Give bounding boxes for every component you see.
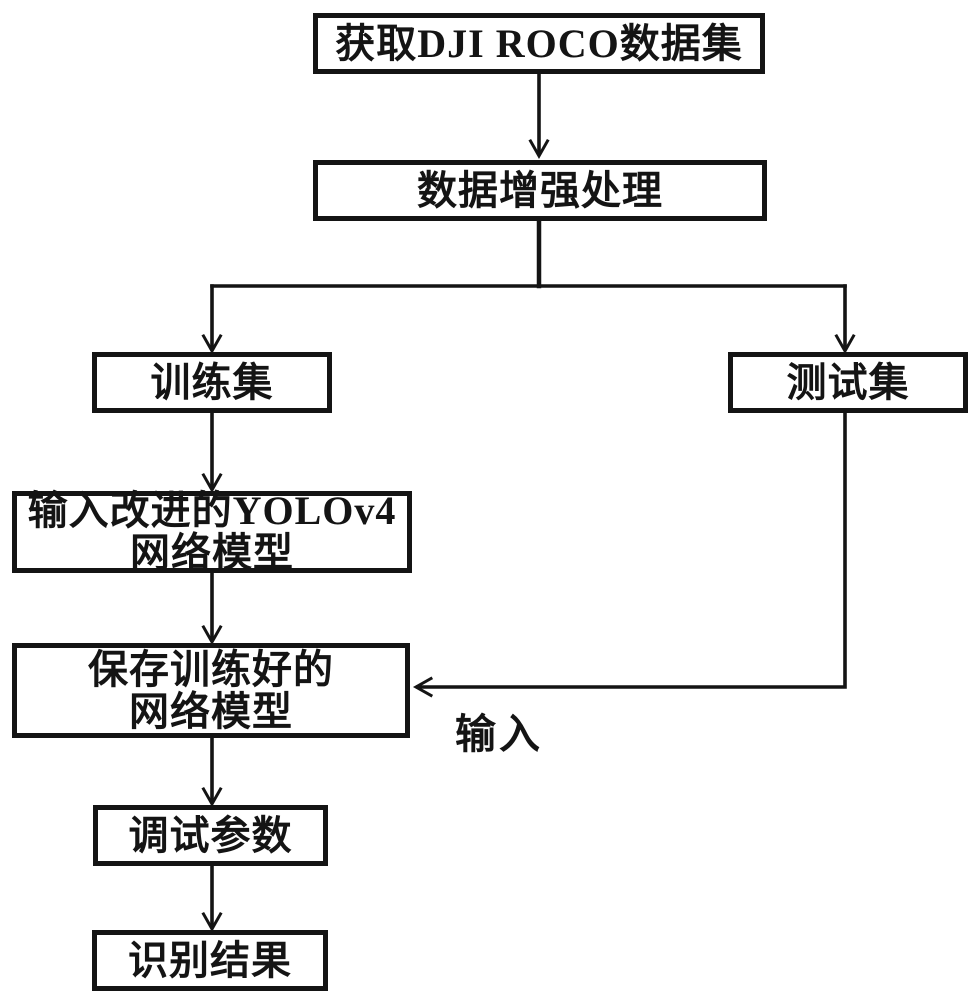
arrowhead-down-save xyxy=(201,624,223,646)
node-get-dataset: 获取DJI ROCO数据集 xyxy=(313,13,765,74)
arrowhead-left-save xyxy=(412,676,434,698)
node-recognition-result: 识别结果 xyxy=(92,930,328,991)
node-save-trained-model: 保存训练好的 网络模型 xyxy=(12,643,410,738)
arrowhead-down-test xyxy=(834,333,856,355)
arrowhead-down-tune xyxy=(201,786,223,808)
arrowhead-down-augment xyxy=(528,138,550,160)
node-yolo-model-input: 输入改进的YOLOv4 网络模型 xyxy=(12,488,412,575)
node-save-trained-model-line1: 保存训练好的 xyxy=(88,646,334,692)
node-get-dataset-label: 获取DJI ROCO数据集 xyxy=(335,20,743,66)
edge-label-input: 输入 xyxy=(455,711,543,757)
arrowhead-down-train xyxy=(201,333,223,355)
node-yolo-model-input-line1: 输入改进的YOLOv4 xyxy=(27,488,397,533)
node-recognition-result-label: 识别结果 xyxy=(128,937,292,983)
node-test-set: 测试集 xyxy=(728,352,968,413)
arrowhead-down-yolo xyxy=(201,472,223,494)
node-test-set-label: 测试集 xyxy=(786,359,910,405)
node-training-set-label: 训练集 xyxy=(150,359,274,405)
node-yolo-model-input-line2: 网络模型 xyxy=(130,530,294,575)
node-data-augmentation: 数据增强处理 xyxy=(313,160,767,221)
node-tune-parameters-label: 调试参数 xyxy=(128,812,293,858)
edge-test-save xyxy=(416,411,847,689)
node-training-set: 训练集 xyxy=(92,352,332,413)
node-tune-parameters: 调试参数 xyxy=(93,805,328,866)
node-data-augmentation-label: 数据增强处理 xyxy=(417,167,663,213)
node-save-trained-model-line2: 网络模型 xyxy=(129,688,293,734)
arrowhead-down-result xyxy=(201,911,223,933)
